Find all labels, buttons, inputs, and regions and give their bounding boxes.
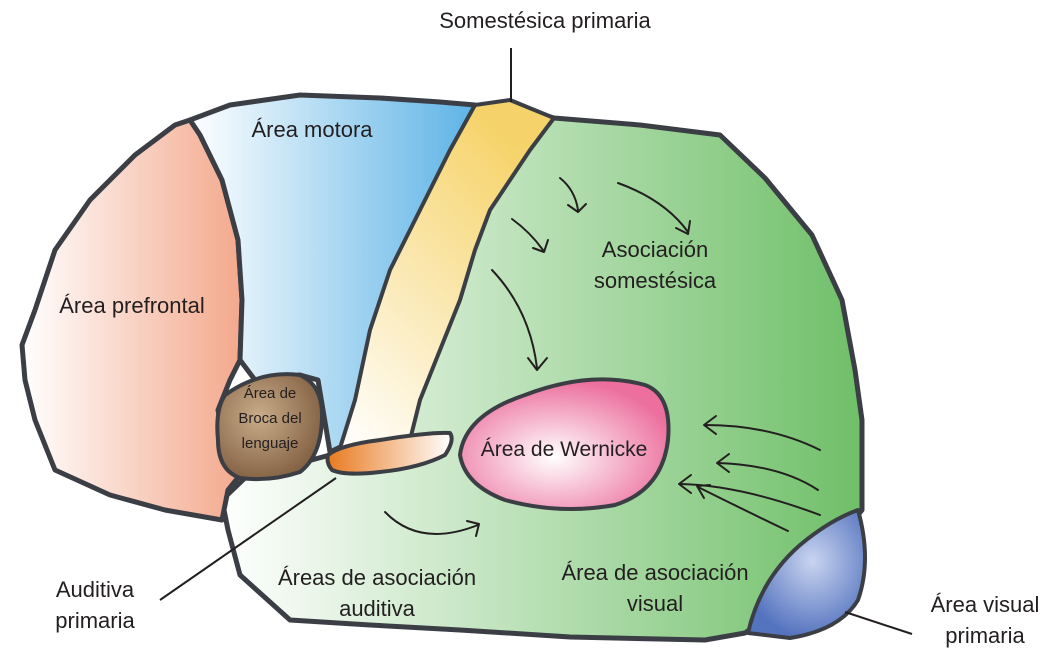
somatosensory-primary-region — [338, 98, 556, 450]
leader-visual — [844, 611, 913, 635]
arrow-9 — [384, 511, 479, 535]
flow-arrows — [384, 177, 821, 537]
label-auditory-primary-line1: Auditiva — [56, 577, 135, 602]
wernicke-region — [458, 377, 671, 511]
arrow-3-head — [532, 239, 549, 253]
arrow-5 — [704, 424, 821, 451]
arrow-4 — [491, 269, 538, 369]
arrow-8-head — [696, 484, 711, 499]
label-prefrontal-area: Área prefrontal — [59, 293, 205, 318]
label-broca-line2: Broca del — [238, 410, 301, 427]
arrow-7-head — [678, 474, 692, 494]
label-auditory-assoc-line1: Áreas de asociación — [278, 565, 476, 590]
arrow-1-head — [567, 203, 587, 213]
label-somatosensory-assoc-line2: somestésica — [594, 268, 717, 293]
label-visual-assoc-line1: Área de asociación — [561, 560, 748, 585]
prefrontal-region — [19, 117, 245, 523]
label-somatosensory-primary: Somestésica primaria — [439, 8, 651, 33]
arrow-6-head — [716, 453, 730, 473]
label-broca-line1: Área de — [244, 385, 297, 402]
label-visual-assoc-line2: visual — [627, 591, 683, 616]
label-auditory-assoc-line2: auditiva — [339, 596, 416, 621]
arrow-6 — [717, 462, 819, 491]
broca-region — [215, 372, 324, 482]
arrow-7 — [679, 483, 821, 516]
label-somatosensory-assoc-line1: Asociación — [602, 237, 708, 262]
label-motor-area: Área motora — [251, 117, 373, 142]
arrow-1 — [559, 177, 579, 211]
arrow-2-head — [675, 220, 691, 235]
arrow-2 — [617, 182, 689, 233]
label-visual-primary-line1: Área visual — [931, 592, 1040, 617]
label-visual-primary-line2: primaria — [945, 623, 1025, 648]
label-auditory-primary-line2: primaria — [55, 608, 135, 633]
arrow-4-head — [527, 357, 548, 371]
arrow-8 — [697, 486, 789, 532]
arrow-3 — [511, 218, 544, 251]
label-broca-line3: lenguaje — [242, 435, 299, 452]
visual-primary-region — [746, 508, 867, 640]
label-wernicke: Área de Wernicke — [481, 438, 648, 461]
arrow-9-head — [466, 520, 480, 537]
arrow-5-head — [703, 415, 717, 435]
auditory-primary-region — [325, 430, 454, 476]
leader-auditory — [159, 477, 337, 601]
